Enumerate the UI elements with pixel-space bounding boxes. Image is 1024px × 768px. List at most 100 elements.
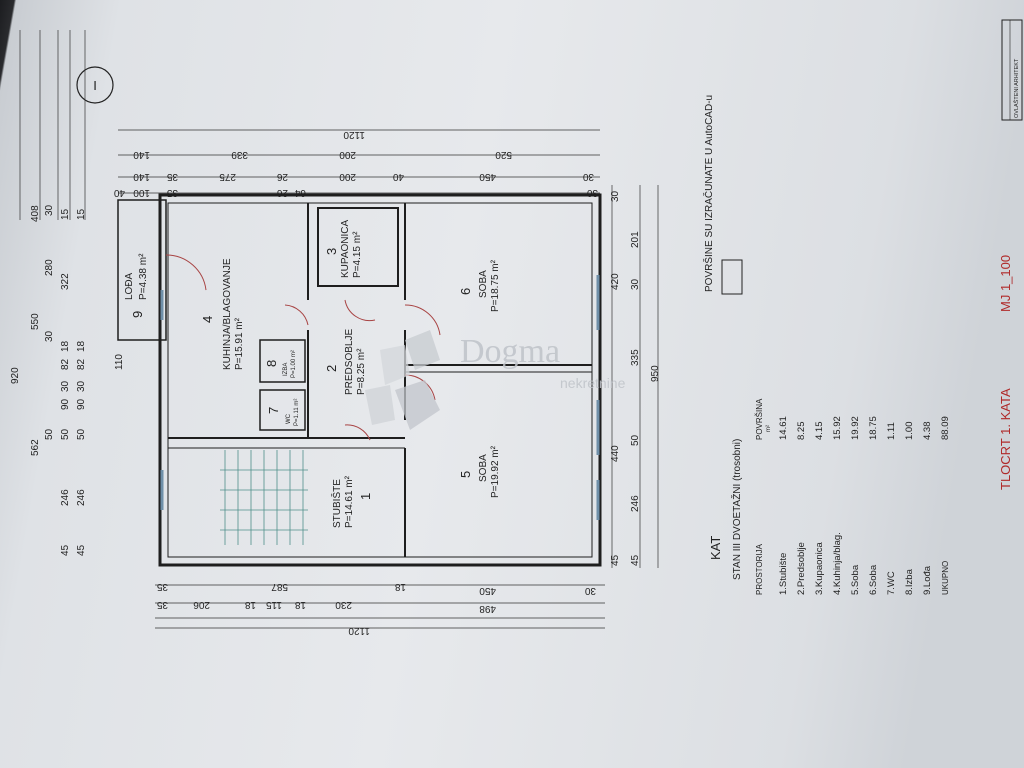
room-labels: 9 LOĐA P=4.38 m² 4 KUHINJA/BLAGOVANJE P=… xyxy=(124,220,501,528)
dims-right-text: 35 587 18 30 35 206 18 115 18 230 450 49… xyxy=(156,581,596,636)
dim-left-339: 339 xyxy=(231,149,248,160)
dim-right-35a: 35 xyxy=(156,581,168,592)
dim-bottom-201: 201 xyxy=(630,231,641,248)
room-5-area: P=19.92 m² xyxy=(490,445,501,498)
dim-right-587: 587 xyxy=(271,581,288,592)
dim-top-18a: 18 xyxy=(60,340,71,352)
dim-top-920: 920 xyxy=(10,367,21,384)
dim-left-275: 275 xyxy=(219,171,236,182)
loggia-outline xyxy=(117,199,167,341)
dim-left-35b: 35 xyxy=(166,187,178,198)
legend-row-room: 7.WC xyxy=(886,571,897,595)
dim-top-408: 408 xyxy=(30,205,41,222)
dim-top-50a: 50 xyxy=(60,428,71,440)
dim-left-30a: 30 xyxy=(582,171,594,182)
windows xyxy=(160,275,600,520)
dim-left-200a: 200 xyxy=(339,149,356,160)
room-4-area: P=15.91 m² xyxy=(234,317,245,370)
dim-left-40b: 40 xyxy=(392,171,404,182)
dim-bottom-440: 440 xyxy=(610,445,621,462)
watermark: Dogma nekretnine xyxy=(365,330,626,430)
room-8-number: 8 xyxy=(264,360,279,367)
room-3-name: KUPAONICA xyxy=(340,220,351,278)
dim-right-206: 206 xyxy=(193,599,210,610)
dim-top-30b: 30 xyxy=(44,204,55,216)
dim-top-45b: 45 xyxy=(76,544,87,556)
stairs-hatching xyxy=(220,450,308,545)
dim-left-200b: 200 xyxy=(339,171,356,182)
dim-right-18c: 18 xyxy=(294,599,306,610)
legend-row-room: 2.Predsoblje xyxy=(796,542,807,595)
dim-left-450: 450 xyxy=(479,171,496,182)
stamp-label: OVLAŠTENI ARHITEKT xyxy=(1013,58,1020,118)
dim-bottom-45a: 45 xyxy=(610,554,621,566)
legend-title: KAT xyxy=(708,536,723,560)
dim-top-280: 280 xyxy=(44,259,55,276)
dim-left-100: 100 xyxy=(133,187,150,198)
room-1-area: P=14.61 m² xyxy=(344,475,355,528)
dim-top-246b: 246 xyxy=(76,489,87,506)
door-swings xyxy=(165,254,441,441)
dim-bottom-30: 30 xyxy=(610,190,621,202)
dim-left-35a: 35 xyxy=(166,171,178,182)
dim-right-18b: 18 xyxy=(244,599,256,610)
legend-row-area: 4.15 xyxy=(814,422,825,441)
dim-bottom-30b: 30 xyxy=(630,278,641,290)
legend-row-room: 6.Soba xyxy=(868,564,879,595)
dim-top-90b: 90 xyxy=(76,398,87,410)
dim-bottom-950: 950 xyxy=(650,365,661,382)
room-2-area: P=8.25 m² xyxy=(356,348,367,395)
dim-top-50b: 50 xyxy=(76,428,87,440)
dimensions-right xyxy=(155,584,605,629)
dim-left-30b: 30 xyxy=(586,187,598,198)
legend-row-area: 15.92 xyxy=(832,416,843,440)
dim-top-562: 562 xyxy=(30,439,41,456)
dim-bottom-45b: 45 xyxy=(630,554,641,566)
dim-right-1120: 1120 xyxy=(348,625,370,636)
legend-col-room: PROSTORIJA xyxy=(755,543,764,595)
dim-top-246a: 246 xyxy=(60,489,71,506)
dimensions-top xyxy=(19,30,86,220)
paper-sheet xyxy=(14,0,1024,768)
room-7-number: 7 xyxy=(266,407,281,414)
legend-total-value: 88.09 xyxy=(940,416,951,440)
wc-walls xyxy=(259,389,306,431)
dim-top-45a: 45 xyxy=(60,544,71,556)
room-4-name: KUHINJA/BLAGOVANJE xyxy=(222,258,233,370)
dim-left-520: 520 xyxy=(495,149,512,160)
room-9-name: LOĐA xyxy=(124,272,135,300)
note-box xyxy=(721,259,743,295)
legend-row-area: 4.38 xyxy=(922,422,933,441)
legend-row-area: 19.92 xyxy=(850,416,861,440)
room-2-number: 2 xyxy=(324,365,339,372)
inner-wall-line xyxy=(167,202,593,558)
legend-subtitle: STAN III DVOETAŽNI (trosobni) xyxy=(730,439,743,580)
room-2-name: PREDSOBLJE xyxy=(344,329,355,395)
room-3-number: 3 xyxy=(324,248,339,255)
dim-top-18b: 18 xyxy=(76,340,87,352)
room-4-number: 4 xyxy=(200,316,215,323)
dimensions-left xyxy=(118,129,600,194)
autocad-note: POVRŠINE SU IZRAČUNATE U AutoCAD-u xyxy=(702,95,715,292)
legend-row-room: 1.Stubište xyxy=(778,553,789,595)
room-9-number: 9 xyxy=(130,311,145,318)
dim-right-30: 30 xyxy=(584,585,596,596)
dim-right-35b: 35 xyxy=(156,599,168,610)
legend-row-room: 3.Kupaonica xyxy=(814,541,825,595)
dim-left-64: 64 xyxy=(294,187,306,198)
dim-left-1120: 1120 xyxy=(343,129,365,140)
plan-title: TLOCRT 1. KATA xyxy=(998,388,1013,490)
room-6-area: P=18.75 m² xyxy=(490,259,501,312)
legend-row-area: 14.61 xyxy=(778,416,789,440)
dim-top-30d: 30 xyxy=(76,380,87,392)
dim-right-450: 450 xyxy=(479,585,496,596)
watermark-sub: nekretnine xyxy=(560,375,626,391)
dims-top-text: 920 562 550 408 50 30 280 30 45 246 50 9… xyxy=(10,204,125,556)
room-8-area: P=1.00 m² xyxy=(291,350,297,378)
legend-row-room: 9.Lođa xyxy=(922,565,933,595)
dim-top-15b: 15 xyxy=(76,208,87,220)
room-7-area: P=1.11 m² xyxy=(294,399,300,426)
dim-left-26a: 26 xyxy=(276,171,288,182)
legend-row-area: 18.75 xyxy=(868,416,879,440)
